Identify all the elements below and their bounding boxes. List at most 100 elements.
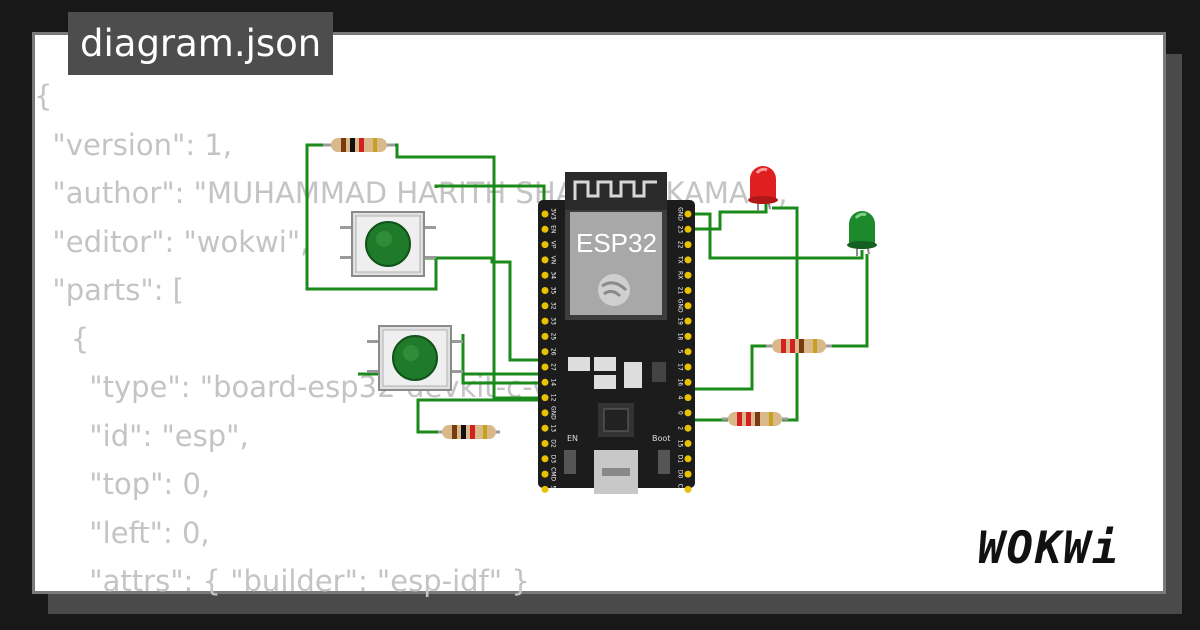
code-line: "editor": "wokwi", [34, 224, 310, 259]
esp32-board[interactable]: ESP32 EN Boot 3V3ENVPVN34353233252627141… [538, 172, 695, 496]
resistor-icon[interactable] [766, 339, 832, 353]
pin-label: VN [550, 256, 557, 265]
pin[interactable] [541, 363, 549, 371]
pin[interactable] [684, 440, 692, 447]
pin[interactable] [541, 424, 549, 432]
led-green-icon[interactable] [847, 211, 877, 256]
pin[interactable] [541, 225, 549, 233]
pin-label: VP [550, 241, 557, 249]
wire [687, 212, 856, 260]
wire [416, 398, 550, 434]
pin-label: RX [677, 271, 684, 279]
pin-label: 34 [550, 271, 557, 279]
code-line: { [34, 79, 53, 113]
pin[interactable] [684, 363, 692, 371]
wokwi-logo: WOKWi [978, 523, 1121, 574]
pin[interactable] [684, 241, 692, 249]
code-line: "parts": [ [34, 273, 184, 307]
pin[interactable] [541, 348, 549, 356]
pin[interactable] [541, 378, 549, 386]
wire [392, 143, 551, 400]
pin[interactable] [541, 271, 549, 279]
pin-label: 14 [550, 378, 557, 386]
pin[interactable] [684, 302, 692, 310]
resistor-icon[interactable] [722, 412, 788, 426]
pin[interactable] [684, 485, 692, 493]
code-line: { [34, 321, 90, 356]
pin[interactable] [541, 241, 549, 249]
pin-label: 5 [677, 350, 684, 354]
pin-label: 12 [550, 394, 557, 402]
code-line: "left": 0, [34, 515, 210, 550]
led-red-icon[interactable] [748, 166, 778, 211]
code-line: "version": 1, [34, 127, 232, 162]
espressif-logo-icon [598, 274, 630, 306]
pin[interactable] [684, 455, 692, 463]
pin[interactable] [684, 210, 692, 218]
code-line: "attrs": { "builder": "esp-idf" } [34, 564, 530, 598]
pin-label: D2 [550, 439, 557, 448]
pin[interactable] [541, 470, 549, 478]
wire [772, 206, 799, 422]
pin[interactable] [541, 287, 549, 294]
pin-label: 26 [550, 348, 557, 356]
resistor-icon[interactable] [438, 425, 500, 439]
wire [687, 203, 768, 231]
pin-label: 4 [677, 396, 684, 400]
wifi-antenna-icon [573, 180, 657, 200]
pin[interactable] [684, 424, 692, 432]
pin-label: 21 [677, 287, 684, 295]
wire [826, 254, 869, 348]
pin-label: 5V [550, 485, 557, 494]
code-line: "id": "esp", [34, 418, 249, 453]
pin[interactable] [684, 317, 692, 325]
pin[interactable] [684, 394, 692, 402]
pin-label: 17 [677, 363, 684, 371]
pin[interactable] [541, 256, 549, 264]
wire [461, 334, 551, 385]
code-line: "top": 0, [34, 467, 211, 501]
en-label: EN [567, 434, 578, 443]
pin-label: 22 [677, 241, 684, 249]
pin[interactable] [541, 317, 549, 325]
wire [436, 256, 551, 362]
pin-label: 15 [677, 440, 684, 448]
pin-label: 0 [677, 411, 684, 415]
pin-label: GND [677, 207, 684, 221]
pin-label: GND [550, 406, 557, 420]
pin[interactable] [541, 455, 549, 463]
pin[interactable] [684, 348, 692, 356]
pin[interactable] [684, 378, 692, 386]
pin[interactable] [541, 332, 549, 340]
pin-label: 32 [550, 302, 557, 310]
pin[interactable] [684, 409, 692, 417]
pin[interactable] [684, 287, 692, 294]
pin[interactable] [541, 485, 549, 493]
pin[interactable] [684, 271, 692, 279]
pin[interactable] [541, 302, 549, 310]
pushbutton-icon[interactable] [340, 211, 436, 277]
pin-label: D3 [550, 455, 557, 464]
pushbutton-icon[interactable] [367, 325, 463, 391]
pin-label: 35 [550, 287, 557, 295]
pin[interactable] [684, 225, 692, 233]
wire [687, 344, 772, 391]
pin-label: 33 [550, 317, 557, 325]
boot-label: Boot [652, 434, 670, 443]
pin[interactable] [684, 256, 692, 264]
resistor-icon[interactable] [323, 138, 395, 152]
pin[interactable] [541, 409, 549, 417]
pin[interactable] [541, 210, 549, 218]
pin[interactable] [541, 394, 549, 402]
pin-label: 25 [550, 333, 557, 341]
file-tab[interactable]: diagram.json [68, 12, 334, 75]
pin[interactable] [684, 470, 692, 478]
pin[interactable] [541, 440, 549, 447]
pin-label: CMD [550, 467, 557, 481]
pin-label: 19 [677, 317, 684, 325]
pin-label: CLK [677, 484, 684, 497]
pin[interactable] [684, 332, 692, 340]
left-pin-header: 3V3ENVPVN343532332526271412GND13D2D3CMD5… [541, 208, 557, 494]
